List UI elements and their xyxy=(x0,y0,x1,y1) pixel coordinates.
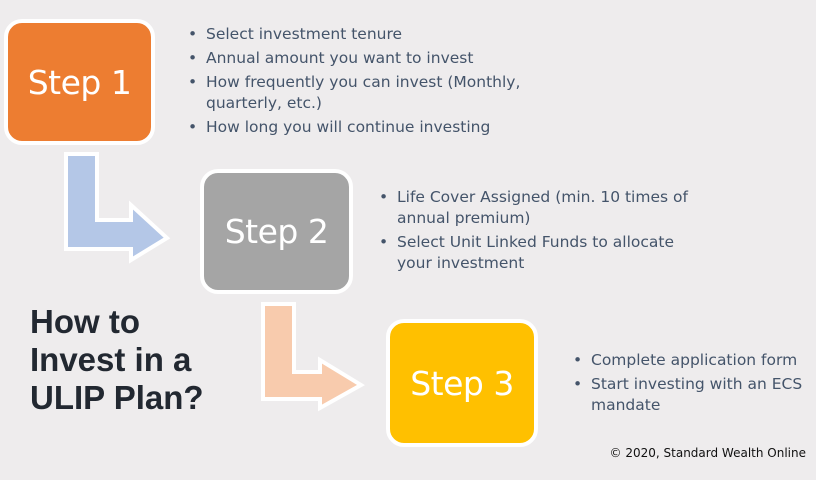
step-1-box: Step 1 xyxy=(4,19,155,145)
bullet-item: How long you will continue investing xyxy=(186,117,546,138)
bent-arrow-icon xyxy=(261,302,365,412)
bullet-item: Select investment tenure xyxy=(186,24,546,45)
step-3-box: Step 3 xyxy=(386,319,538,447)
step-3-bullets: Complete application form Start investin… xyxy=(571,350,816,419)
step-3-label: Step 3 xyxy=(410,363,514,403)
title-line: How to xyxy=(30,303,140,340)
copyright-notice: © 2020, Standard Wealth Online xyxy=(609,446,806,460)
title-line: Invest in a xyxy=(30,341,192,378)
title-line: ULIP Plan? xyxy=(30,379,204,416)
bullet-item: How frequently you can invest (Monthly, … xyxy=(186,72,546,114)
bullet-item: Start investing with an ECS mandate xyxy=(571,374,816,416)
step-2-bullets: Life Cover Assigned (min. 10 times of an… xyxy=(377,187,707,277)
step-2-box: Step 2 xyxy=(200,169,353,294)
bullet-item: Complete application form xyxy=(571,350,816,371)
step-1-bullets: Select investment tenure Annual amount y… xyxy=(186,24,546,141)
bullet-item: Annual amount you want to invest xyxy=(186,48,546,69)
page-title: How to Invest in a ULIP Plan? xyxy=(30,303,204,417)
step-2-label: Step 2 xyxy=(224,212,329,251)
bent-arrow-icon xyxy=(64,152,171,264)
bullet-item: Life Cover Assigned (min. 10 times of an… xyxy=(377,187,707,229)
step-1-label: Step 1 xyxy=(27,62,132,102)
bullet-item: Select Unit Linked Funds to allocate you… xyxy=(377,232,707,274)
